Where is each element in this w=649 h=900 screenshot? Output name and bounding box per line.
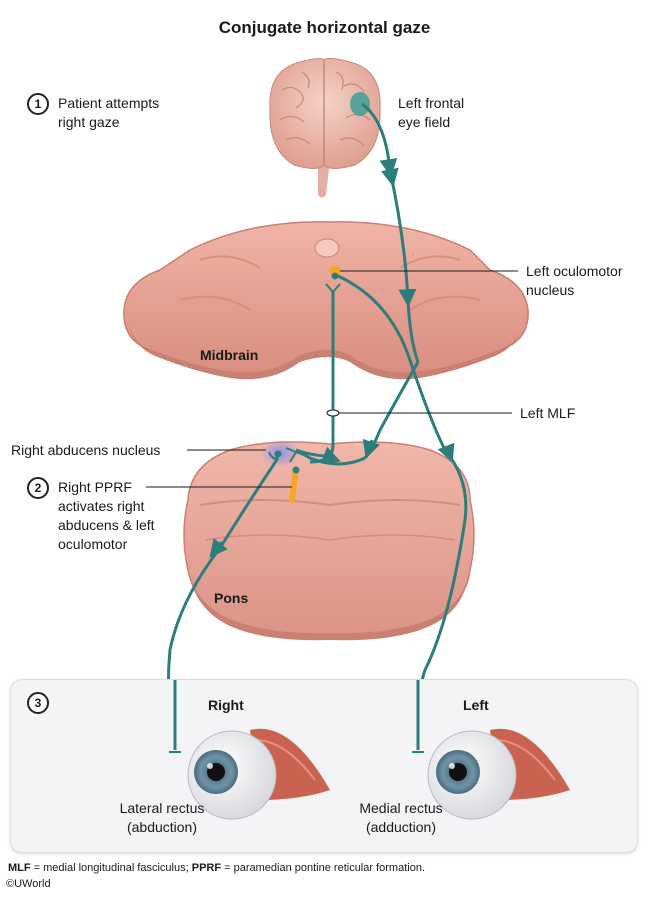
left-eye-illustration [427, 728, 570, 820]
medial-rectus-line1: Medial rectus [359, 800, 443, 816]
abducens-label: Right abducens nucleus [11, 442, 161, 458]
frontal-eye-field-line1: Left frontal [398, 95, 465, 111]
lateral-rectus-line2: (abduction) [126, 819, 198, 835]
frontal-eye-field-spot [350, 92, 370, 116]
brain-hemispheres [269, 57, 381, 169]
brain-illustration [269, 57, 381, 198]
brainstem-stalk [318, 160, 330, 198]
oculomotor-line1: Left oculomotor [526, 263, 623, 279]
pathway-fef-descending [361, 102, 420, 363]
pons-label: Pons [214, 590, 249, 606]
step-2-badge: 2 [27, 477, 49, 499]
step-3-badge: 3 [27, 692, 49, 714]
step-1-label: Patient attempts right gaze [58, 94, 159, 132]
midbrain-label: Midbrain [200, 347, 259, 363]
footnote-abbr-mlf: MLF [8, 862, 31, 874]
left-eye-heading: Left [463, 697, 489, 713]
step-2-line4: oculomotor [58, 536, 128, 552]
oculomotor-label: Left oculomotor nucleus [526, 262, 623, 300]
medial-rectus-label: Medial rectus (adduction) [326, 799, 476, 837]
oculomotor-line2: nucleus [526, 282, 575, 298]
footnote-abbr-pprf: PPRF [191, 862, 222, 874]
right-eye-heading: Right [208, 697, 244, 713]
footnote-def-mlf: = medial longitudinal fasciculus; [30, 862, 192, 874]
frontal-eye-field-line2: eye field [398, 114, 451, 130]
lateral-rectus-line1: Lateral rectus [119, 800, 205, 816]
medial-rectus-line2: (adduction) [365, 819, 437, 835]
diagram-title: Conjugate horizontal gaze [218, 18, 431, 37]
step-1-line1: Patient attempts [58, 95, 160, 111]
step-2-line1: Right PPRF [58, 479, 132, 495]
step-2-line3: abducens & left [58, 517, 155, 533]
pathways-to-eyes [173, 680, 420, 750]
footnote: MLF = medial longitudinal fasciculus; PP… [8, 862, 425, 874]
step-1-line2: right gaze [58, 114, 120, 130]
leader-lines [146, 270, 518, 488]
oculomotor-nucleus [329, 266, 341, 276]
step-2-line2: activates right [58, 498, 145, 514]
copyright: ©UWorld [6, 878, 51, 890]
right-eye-illustration [187, 728, 330, 820]
step-2-label: Right PPRF activates right abducens & le… [58, 478, 155, 554]
pprf-marker [289, 467, 299, 503]
neural-pathways [166, 102, 468, 751]
pathway-oculomotor-to-medial-rectus [337, 274, 468, 751]
frontal-eye-field-label: Left frontal eye field [398, 94, 464, 132]
footnote-def-pprf: = paramedian pontine reticular formation… [221, 862, 425, 874]
mlf-label: Left MLF [520, 405, 576, 421]
step-1-badge: 1 [27, 93, 49, 115]
lateral-rectus-label: Lateral rectus (abduction) [82, 799, 242, 837]
